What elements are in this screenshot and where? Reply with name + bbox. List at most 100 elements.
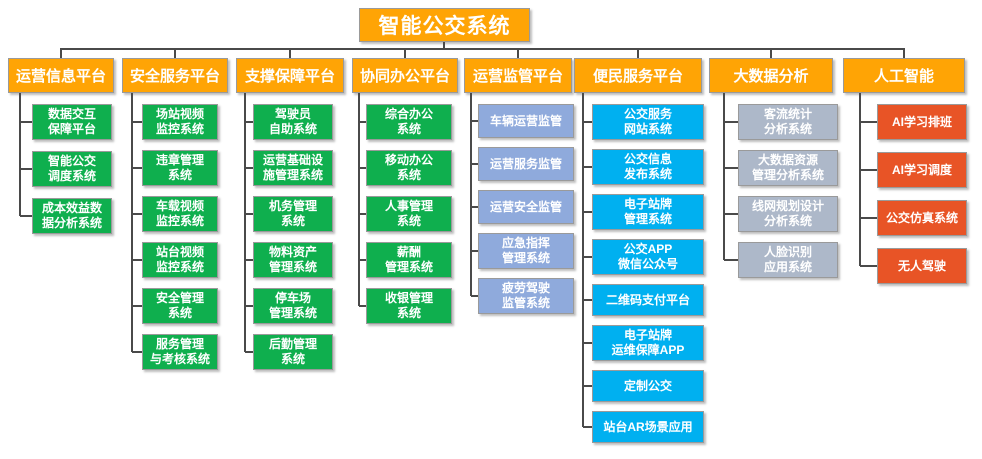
child-stub-connector-line [132, 121, 142, 123]
child-stub-connector-line [359, 259, 366, 261]
system-node-5-6: 定制公交 [592, 370, 704, 402]
header-stem-connector-line [637, 48, 639, 60]
child-stub-connector-line [132, 259, 142, 261]
child-stub-connector-line [583, 299, 592, 301]
system-node-3-1: 移动办公 系统 [366, 150, 452, 186]
system-node-4-0: 车辆运营监管 [478, 104, 574, 138]
child-stub-connector-line [860, 169, 877, 171]
child-stub-connector-line [132, 351, 142, 353]
child-stub-connector-line [583, 211, 592, 213]
system-node-4-3: 应急指挥 管理系统 [478, 233, 574, 269]
system-node-5-1: 公交信息 发布系统 [592, 149, 704, 185]
column-rail-connector-line [244, 93, 246, 352]
platform-header-3: 协同办公平台 [352, 58, 458, 93]
child-stub-connector-line [245, 305, 253, 307]
platform-header-5: 便民服务平台 [574, 58, 702, 93]
child-stub-connector-line [245, 259, 253, 261]
system-node-1-2: 车载视频 监控系统 [142, 196, 218, 232]
header-stem-connector-line [770, 48, 772, 60]
root-node: 智能公交系统 [359, 8, 530, 42]
system-node-2-3: 物料资产 管理系统 [253, 242, 333, 278]
system-node-3-0: 综合办公 系统 [366, 104, 452, 140]
system-node-7-1: AI学习调度 [877, 152, 967, 188]
child-stub-connector-line [860, 265, 877, 267]
header-stem-connector-line [404, 48, 406, 60]
system-node-2-2: 机务管理 系统 [253, 196, 333, 232]
top-horizontal-connector-line [61, 48, 905, 50]
child-stub-connector-line [724, 259, 738, 261]
system-node-7-2: 公交仿真系统 [877, 200, 967, 236]
system-node-6-2: 线网规划设计 分析系统 [738, 196, 838, 232]
platform-header-0: 运营信息平台 [8, 58, 114, 93]
child-stub-connector-line [20, 215, 32, 217]
system-node-4-2: 运营安全监管 [478, 190, 574, 224]
system-node-6-1: 大数据资源 管理分析系统 [738, 150, 838, 186]
child-stub-connector-line [471, 163, 478, 165]
child-stub-connector-line [20, 121, 32, 123]
child-stub-connector-line [471, 206, 478, 208]
platform-header-1: 安全服务平台 [122, 58, 228, 93]
system-node-4-1: 运营服务监管 [478, 147, 574, 181]
header-stem-connector-line [60, 48, 62, 60]
child-stub-connector-line [860, 217, 877, 219]
system-node-7-0: AI学习排班 [877, 104, 967, 140]
system-node-1-5: 服务管理 与考核系统 [142, 334, 218, 370]
header-stem-connector-line [517, 48, 519, 60]
child-stub-connector-line [471, 250, 478, 252]
child-stub-connector-line [245, 121, 253, 123]
platform-header-2: 支撑保障平台 [236, 58, 344, 93]
system-node-1-3: 站台视频 监控系统 [142, 242, 218, 278]
child-stub-connector-line [132, 167, 142, 169]
system-node-7-3: 无人驾驶 [877, 248, 967, 284]
system-node-6-3: 人脸识别 应用系统 [738, 242, 838, 278]
child-stub-connector-line [471, 120, 478, 122]
child-stub-connector-line [132, 305, 142, 307]
child-stub-connector-line [471, 295, 478, 297]
system-node-5-5: 电子站牌 运维保障APP [592, 325, 704, 361]
system-node-6-0: 客流统计 分析系统 [738, 104, 838, 140]
child-stub-connector-line [860, 121, 877, 123]
system-node-3-2: 人事管理 系统 [366, 196, 452, 232]
child-stub-connector-line [583, 385, 592, 387]
system-node-0-0: 数据交互 保障平台 [32, 104, 112, 140]
system-node-0-1: 智能公交 调度系统 [32, 151, 112, 187]
child-stub-connector-line [724, 213, 738, 215]
system-node-3-3: 薪酬 管理系统 [366, 242, 452, 278]
child-stub-connector-line [245, 167, 253, 169]
system-node-1-0: 场站视频 监控系统 [142, 104, 218, 140]
root-stem-connector-line [443, 42, 445, 50]
child-stub-connector-line [583, 256, 592, 258]
system-node-5-3: 公交APP 微信公众号 [592, 239, 704, 275]
system-node-2-0: 驾驶员 自助系统 [253, 104, 333, 140]
system-node-3-4: 收银管理 系统 [366, 288, 452, 324]
child-stub-connector-line [20, 168, 32, 170]
platform-header-6: 大数据分析 [709, 58, 833, 93]
column-rail-connector-line [723, 93, 725, 260]
column-rail-connector-line [582, 93, 584, 427]
child-stub-connector-line [359, 121, 366, 123]
platform-header-7: 人工智能 [843, 58, 965, 93]
child-stub-connector-line [132, 213, 142, 215]
column-rail-connector-line [19, 93, 21, 216]
child-stub-connector-line [245, 213, 253, 215]
system-node-4-4: 疲劳驾驶 监管系统 [478, 278, 574, 314]
header-stem-connector-line [289, 48, 291, 60]
system-node-5-0: 公交服务 网站系统 [592, 104, 704, 140]
child-stub-connector-line [583, 121, 592, 123]
child-stub-connector-line [583, 426, 592, 428]
header-stem-connector-line [903, 48, 905, 60]
column-rail-connector-line [358, 93, 360, 306]
column-rail-connector-line [470, 93, 472, 296]
system-node-2-1: 运营基础设 施管理系统 [253, 150, 333, 186]
system-node-5-4: 二维码支付平台 [592, 284, 704, 316]
child-stub-connector-line [724, 121, 738, 123]
system-node-5-7: 站台AR场景应用 [592, 411, 704, 443]
platform-header-4: 运营监管平台 [464, 58, 572, 93]
header-stem-connector-line [174, 48, 176, 60]
child-stub-connector-line [359, 167, 366, 169]
child-stub-connector-line [583, 342, 592, 344]
system-node-0-2: 成本效益数 据分析系统 [32, 198, 112, 234]
child-stub-connector-line [245, 351, 253, 353]
child-stub-connector-line [724, 167, 738, 169]
column-rail-connector-line [131, 93, 133, 352]
